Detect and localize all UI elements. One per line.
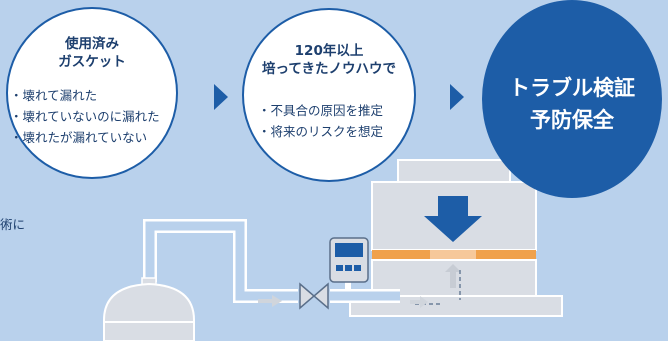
knowhow-title: 120年以上 培ってきたノウハウで	[244, 42, 414, 78]
title-line-2: ガスケット	[58, 54, 126, 70]
press-top-cap	[397, 159, 511, 183]
prevention-line-2: 予防保全	[530, 108, 614, 132]
list-item: 壊れて漏れた	[10, 85, 160, 106]
gauge-button-1	[336, 265, 343, 271]
list-item: 壊れていないのに漏れた	[10, 106, 160, 127]
used-gasket-list: 壊れて漏れた 壊れていないのに漏れた 壊れたが漏れていない	[10, 85, 160, 148]
title-line-2: 培ってきたノウハウで	[262, 61, 396, 77]
press-base	[349, 295, 563, 317]
flow-arrow-1	[258, 295, 282, 307]
valve-left	[299, 282, 316, 310]
flow-arrow-icon	[214, 84, 228, 110]
gauge-button-2	[345, 265, 352, 271]
knowhow-list: 不具合の原因を推定 将来のリスクを想定	[258, 100, 384, 142]
gauge-button-3	[354, 265, 361, 271]
flow-arrow-icon	[450, 84, 464, 110]
press-down-arrow	[424, 196, 482, 242]
used-gasket-circle: 使用済み ガスケット 壊れて漏れた 壊れていないのに漏れた 壊れたが漏れていない	[6, 7, 178, 179]
title-line-1: 120年以上	[294, 43, 364, 59]
gas-tank	[103, 282, 195, 341]
title-line-1: 使用済み	[65, 36, 119, 52]
gauge-display	[335, 243, 363, 257]
prevention-line-1: トラブル検証	[509, 76, 635, 100]
list-item: 不具合の原因を推定	[258, 100, 384, 121]
prevention-title: トラブル検証 予防保全	[482, 72, 662, 136]
leak-up-arrow	[445, 264, 461, 288]
knowhow-circle: 120年以上 培ってきたノウハウで 不具合の原因を推定 将来のリスクを想定	[242, 8, 416, 182]
truncated-text: 術に	[0, 217, 26, 232]
valve-right	[312, 282, 329, 310]
list-item: 将来のリスクを想定	[258, 121, 384, 142]
pipe-inner	[145, 221, 298, 301]
prevention-circle: トラブル検証 予防保全	[482, 0, 662, 198]
flow-arrow-2	[410, 296, 428, 308]
list-item: 壊れたが漏れていない	[10, 127, 160, 148]
used-gasket-title: 使用済み ガスケット	[8, 35, 176, 71]
gasket-highlight	[430, 250, 476, 260]
pipe-outer	[143, 219, 298, 303]
